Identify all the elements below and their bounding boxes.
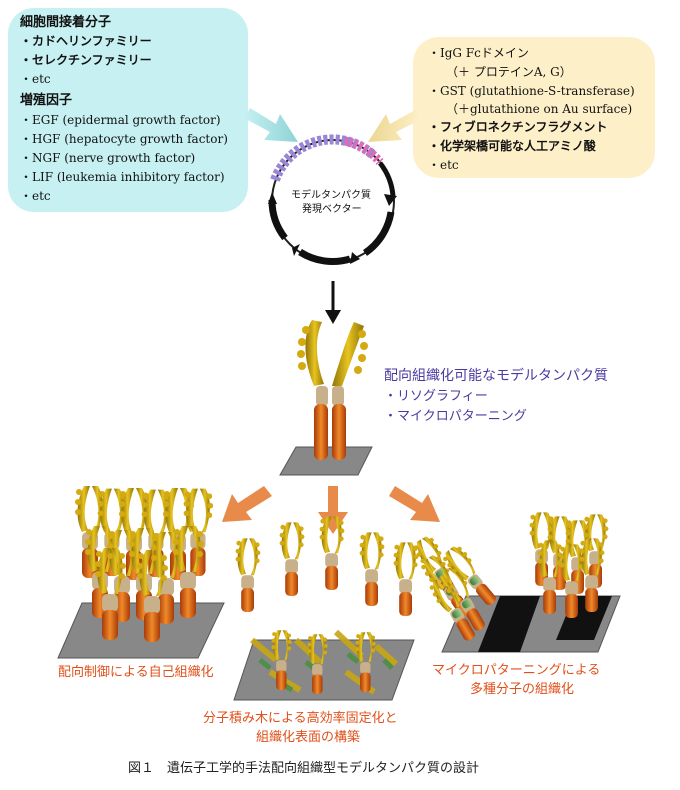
diverging-arrows [222,486,440,534]
right-item: ・化学架橋可能な人工アミノ酸 [428,139,596,153]
binding-domain-box [413,37,655,178]
outcome-right-label-1: マイクロパターニングによる [432,663,601,678]
right-item: ・GST (glutathione-S-transferase) [428,84,635,98]
protein-title: 配向組織化可能なモデルタンパク質 [384,368,608,384]
arrow-from-right-box [368,110,420,142]
left-item: ・LIF (leukemia inhibitory factor) [20,170,225,184]
outcome-right-label-2: 多種分子の組織化 [470,682,575,697]
left-item: ・EGF (epidermal growth factor) [20,113,221,127]
plasmid-vector-icon [268,134,397,265]
arrow-down-head [325,310,341,324]
left-heading-adhesion: 細胞間接着分子 [20,15,112,30]
self-assembly-illustration [57,486,225,659]
vector-label-line2: 発現ベクター [302,204,362,215]
right-item: （＋glutathione on Au surface) [446,102,633,116]
right-item: （＋ プロテインA, G） [446,65,572,79]
left-item: ・セレクチンファミリー [20,53,152,67]
outcome-center-label-1: 分子積み木による高効率固定化と [203,711,398,726]
micropatterning-illustration [411,512,621,653]
outcome-left-label: 配向制御による自己組織化 [58,665,214,680]
left-item: ・HGF (hepatocyte growth factor) [20,132,228,146]
right-item: ・etc [428,158,459,172]
left-item: ・NGF (nerve growth factor) [20,151,196,165]
right-item: ・IgG Fcドメイン [428,46,529,60]
model-protein-illustration [279,320,373,476]
vector-label-line1: モデルタンパク質 [291,190,371,201]
protein-method: ・リソグラフィー [384,389,488,404]
molecular-blocks-illustration [233,516,419,701]
outcome-center-label-2: 組織化表面の構築 [256,730,361,745]
left-heading-growth: 増殖因子 [20,93,73,108]
left-item: ・etc [20,72,51,86]
left-item: ・etc [20,189,51,203]
protein-method: ・マイクロパターニング [384,409,527,424]
figure-caption: 図１ 遺伝子工学的手法配向組織型モデルタンパク質の設計 [128,761,480,776]
adhesion-growth-factor-box [8,8,248,212]
arrow-from-left-box [244,108,298,142]
right-item: ・フィブロネクチンフラグメント [428,120,608,134]
left-item: ・カドヘリンファミリー [20,34,152,48]
